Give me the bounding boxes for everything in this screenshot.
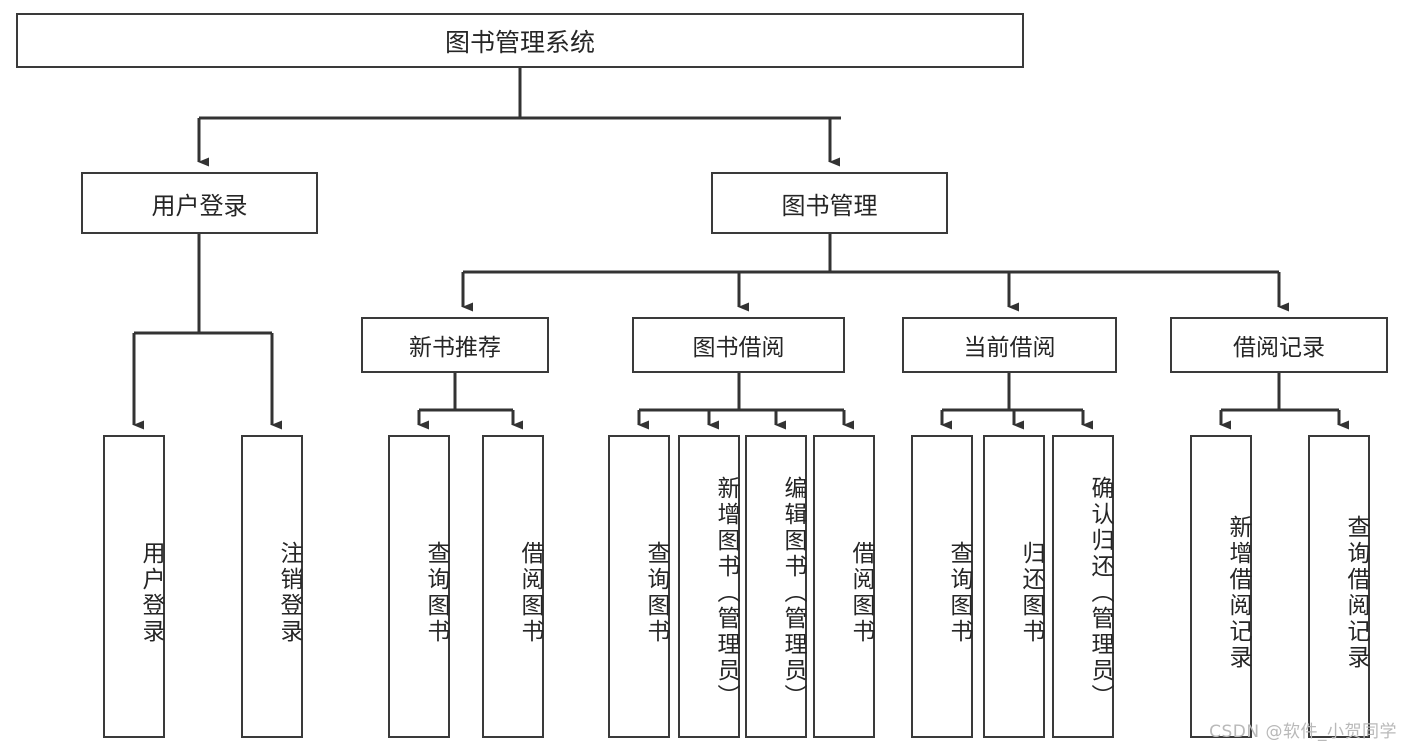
node-leaf-user-logout-label: 注销登录 [276,540,302,645]
node-book-management-label: 图书管理 [781,191,878,220]
node-leaf-borrow-book-2-label: 借阅图书 [848,540,874,645]
node-leaf-borrow-book-1-label: 借阅图书 [517,540,543,645]
node-leaf-add-record[interactable]: 新增借阅记录 [1190,435,1252,738]
node-leaf-return-book[interactable]: 归还图书 [983,435,1045,738]
node-user-login-label: 用户登录 [151,191,248,220]
node-leaf-query-book-2[interactable]: 查询图书 [608,435,670,738]
node-leaf-query-book-3-label: 查询图书 [946,540,972,645]
node-current-borrow-label: 当前借阅 [963,335,1056,361]
node-leaf-add-book-label: 新增图书（管理员） [713,475,739,710]
node-leaf-user-logout[interactable]: 注销登录 [241,435,303,738]
node-borrow-record-label: 借阅记录 [1233,335,1325,361]
node-leaf-add-record-label: 新增借阅记录 [1225,514,1251,671]
node-leaf-query-book-2-label: 查询图书 [643,540,669,645]
node-user-login[interactable]: 用户登录 [81,172,318,234]
node-leaf-edit-book[interactable]: 编辑图书（管理员） [745,435,807,738]
node-leaf-user-login[interactable]: 用户登录 [103,435,165,738]
node-leaf-borrow-book-1[interactable]: 借阅图书 [482,435,544,738]
node-current-borrow[interactable]: 当前借阅 [902,317,1117,373]
node-leaf-edit-book-label: 编辑图书（管理员） [780,475,806,710]
node-leaf-return-book-label: 归还图书 [1018,540,1044,645]
node-leaf-user-login-label: 用户登录 [138,540,164,645]
node-leaf-query-record[interactable]: 查询借阅记录 [1308,435,1370,738]
node-book-borrow-label: 图书借阅 [692,335,785,361]
node-leaf-query-book-1[interactable]: 查询图书 [388,435,450,738]
node-leaf-borrow-book-2[interactable]: 借阅图书 [813,435,875,738]
node-book-management[interactable]: 图书管理 [711,172,948,234]
node-new-book-recommend-label: 新书推荐 [409,335,501,361]
node-leaf-confirm-return[interactable]: 确认归还（管理员） [1052,435,1114,738]
node-borrow-record[interactable]: 借阅记录 [1170,317,1388,373]
node-book-borrow[interactable]: 图书借阅 [632,317,845,373]
watermark: CSDN @软件_小贺同学 [1209,722,1397,742]
node-leaf-confirm-return-label: 确认归还（管理员） [1087,475,1113,710]
node-leaf-query-record-label: 查询借阅记录 [1343,514,1369,671]
node-root-label: 图书管理系统 [444,27,595,57]
node-new-book-recommend[interactable]: 新书推荐 [361,317,549,373]
node-root[interactable]: 图书管理系统 [16,13,1024,68]
node-leaf-query-book-1-label: 查询图书 [423,540,449,645]
node-leaf-query-book-3[interactable]: 查询图书 [911,435,973,738]
node-leaf-add-book[interactable]: 新增图书（管理员） [678,435,740,738]
